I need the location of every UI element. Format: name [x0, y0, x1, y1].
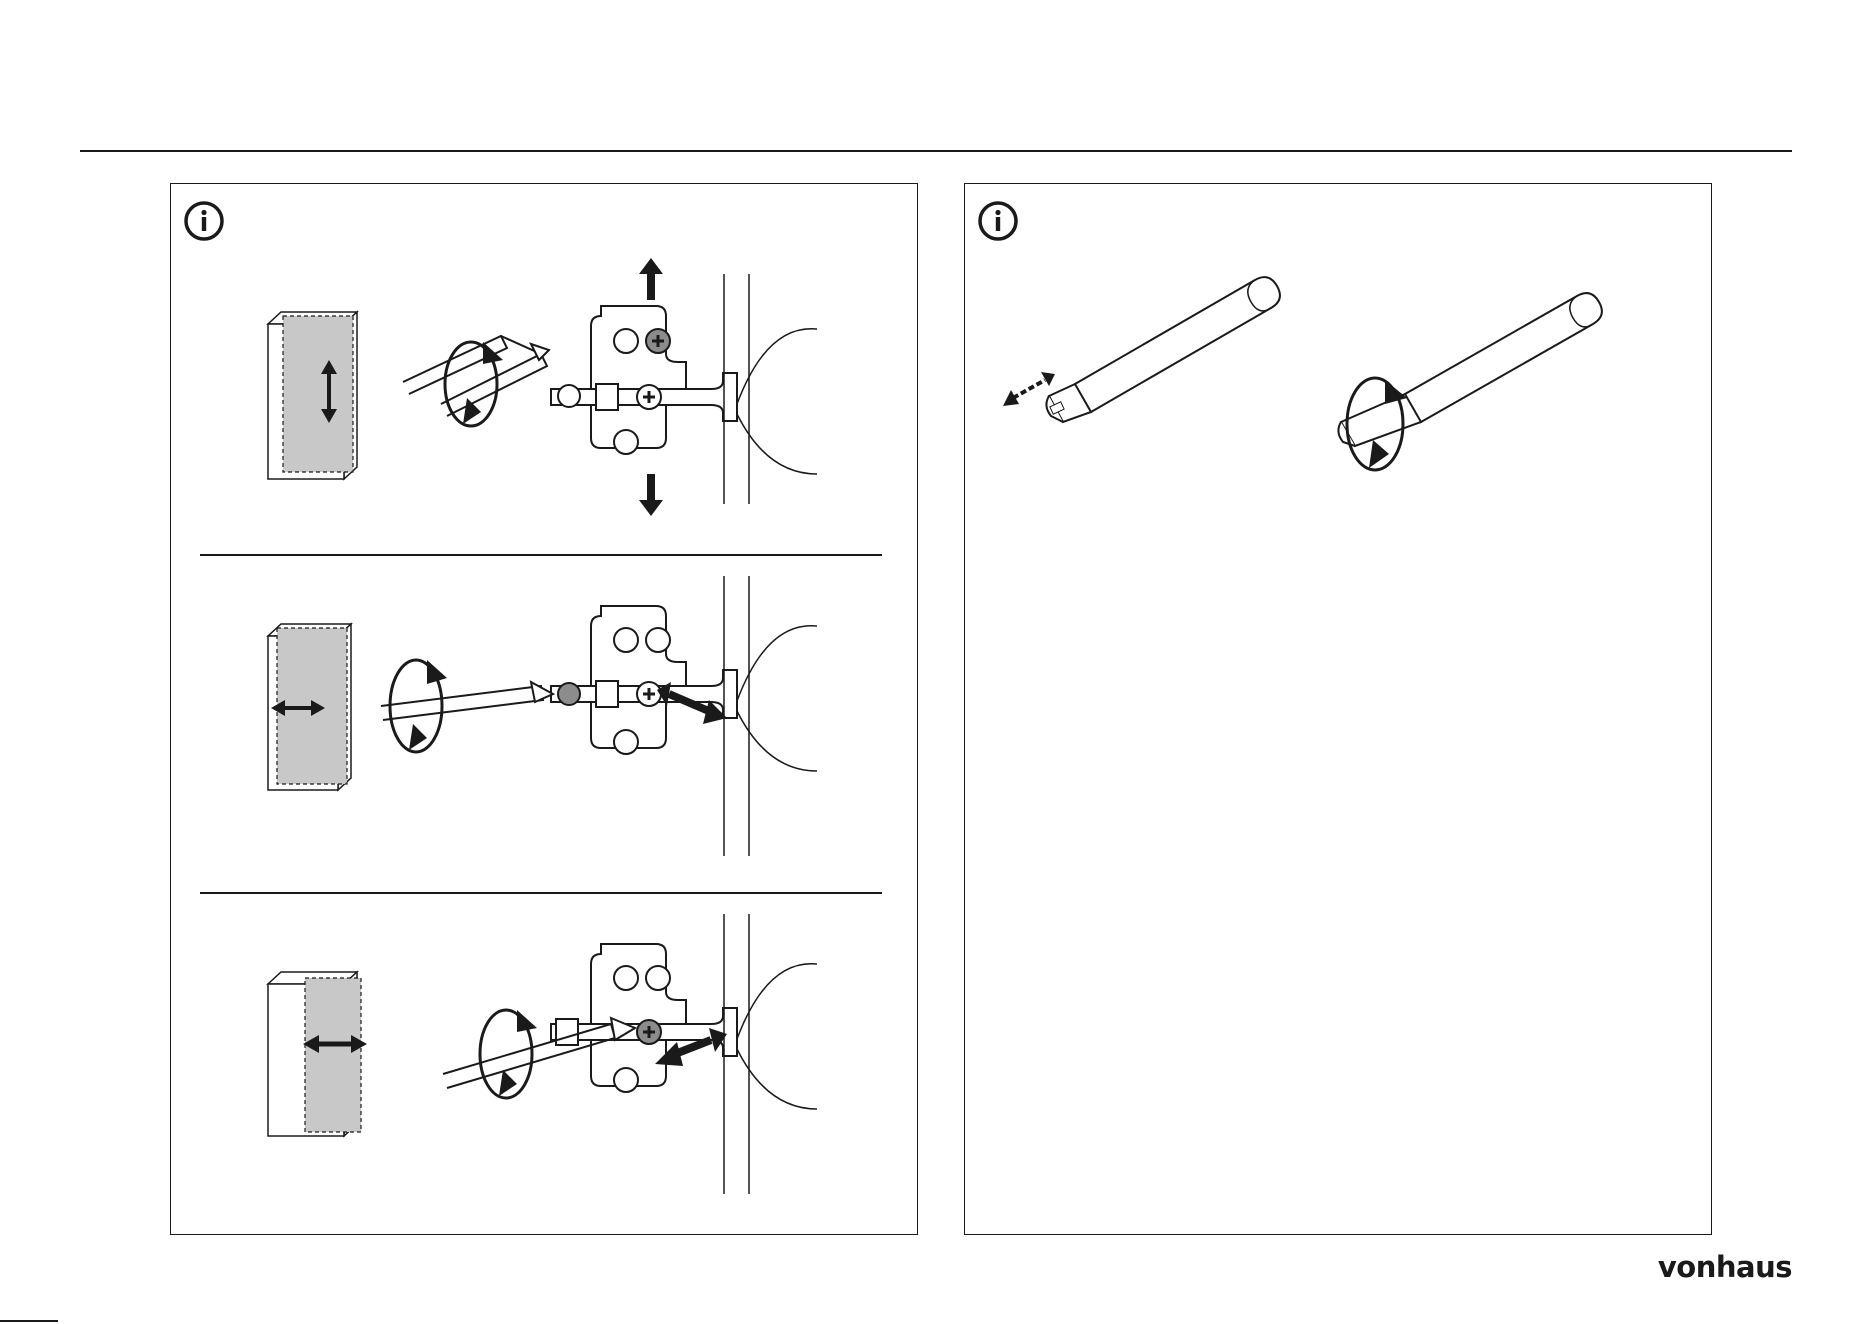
header-rule	[80, 150, 1792, 152]
side-adjustment-illustration	[171, 556, 919, 892]
damper-cylinder-push	[1046, 277, 1279, 422]
rotate-arrow-icon	[390, 660, 447, 752]
brand-logo: vonhaus	[1658, 1250, 1792, 1284]
rotate-arrow-icon	[445, 342, 503, 426]
step-depth-adjustment	[171, 894, 919, 1234]
push-damper-panel	[964, 183, 1712, 1235]
cabinet-illustration	[268, 312, 357, 479]
cabinet-door-vertical	[171, 184, 919, 554]
hinge-illustration	[551, 576, 817, 856]
depth-adjustment-illustration	[171, 894, 919, 1234]
step-vertical-adjustment	[171, 184, 919, 554]
damper-cylinder-twist	[1338, 293, 1601, 446]
damper-illustrations	[965, 184, 1713, 544]
hinge-illustration	[551, 274, 817, 504]
footer-rule	[0, 1320, 58, 1322]
step-side-adjustment	[171, 556, 919, 892]
hinge-adjustment-panel	[170, 183, 918, 1235]
cabinet-illustration	[268, 972, 361, 1136]
screwdriver-icon	[403, 336, 549, 416]
screwdriver-icon	[381, 682, 553, 720]
